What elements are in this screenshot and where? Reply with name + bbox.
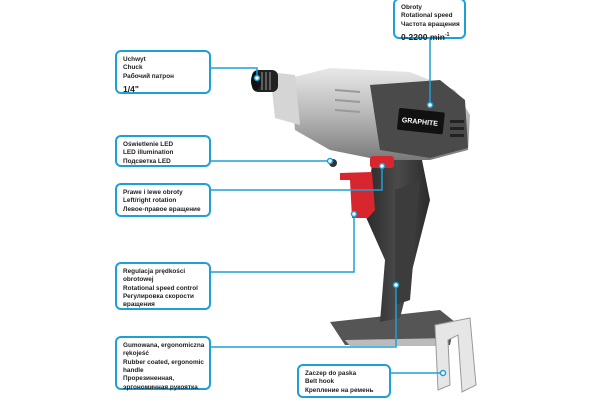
label-pl: Gumowana, ergonomiczna [123,342,205,349]
callout-handle: Gumowana, ergonomiczna rękojeść Rubber c… [115,336,211,391]
trigger [340,172,375,218]
callout-belt-hook: Zaczep do paska Belt hook Крепление на р… [297,364,391,398]
callout-led: Oświetlenie LED LED illumination Подсвет… [115,135,211,167]
leader-line-handle [210,285,397,348]
base-plate [345,338,450,346]
battery-base [330,310,455,345]
label-pl: Prawe i lewe obroty [123,189,183,196]
label-ru: Левое-правое вращение [123,205,201,213]
label-ru: Прорезиненная, [123,375,175,383]
brand-logo: GRAPHITE [401,117,438,128]
label-en: Rubber coated, ergonomic [123,358,204,366]
leader-line-speed-control [210,214,355,273]
leader-dot-belt-hook [439,369,447,377]
leader-dot-led [326,157,334,165]
label-pl: obrotowej [123,276,154,284]
label-ru: вращения [123,301,155,309]
leader-dots [253,74,447,377]
label-en: Left/right rotation [123,197,177,205]
label-en: Chuck [123,64,143,72]
label-en: handle [123,366,144,374]
belt-hook-shape [434,317,477,393]
label-pl: Uchwyt [123,56,146,63]
leader-dot-handle [392,281,400,289]
label-ru: эргономичная рукоятка [123,383,198,391]
brand-label-bg [397,107,445,135]
callout-speed: Obroty Rotational speed Частота вращения… [393,0,466,42]
label-ru: Подсветка LED [123,157,171,165]
unit-exponent: -1 [444,32,450,39]
handle-grip [395,180,420,305]
chuck-rings [261,72,271,90]
label-pl: Obroty [401,4,422,11]
direction-switch [370,156,394,168]
leader-dot-speed [426,101,434,109]
label-en: Belt hook [305,378,335,386]
speed-number: 0-2200 min [401,31,445,42]
leader-lines [210,38,443,374]
chuck-size: 1/4" [123,83,139,94]
label-pl: rękojeść [123,350,149,358]
label-en: LED illumination [123,149,174,157]
leader-line-chuck [210,67,258,78]
label-ru: Частота вращения [401,20,460,28]
label-ru: Регулировка скорости [123,292,194,300]
label-pl: Regulacja prędkości [123,268,186,275]
housing-ribs [334,89,361,113]
callout-rotation: Prawe i lewe obroty Left/right rotation … [115,183,211,217]
vent-slots [450,120,464,137]
leader-dot-chuck [253,74,261,82]
speed-value: 0-2200 min-1 [401,32,458,43]
label-pl: Oświetlenie LED [123,141,174,148]
leader-line-rotation [210,166,383,191]
leader-dot-speed-control [350,210,358,218]
label-ru: Рабочий патрон [123,72,174,80]
leader-dot-rotation [378,162,386,170]
label-pl: Zaczep do paska [305,370,357,377]
label-ru: Крепление на ремень [305,386,374,394]
label-en: Rotational speed control [123,284,198,292]
label-en: Rotational speed [401,12,453,20]
callout-chuck: Uchwyt Chuck Рабочий патрон 1/4" [115,50,211,94]
callout-speed-control: Regulacja prędkości obrotowej Rotational… [115,262,211,310]
